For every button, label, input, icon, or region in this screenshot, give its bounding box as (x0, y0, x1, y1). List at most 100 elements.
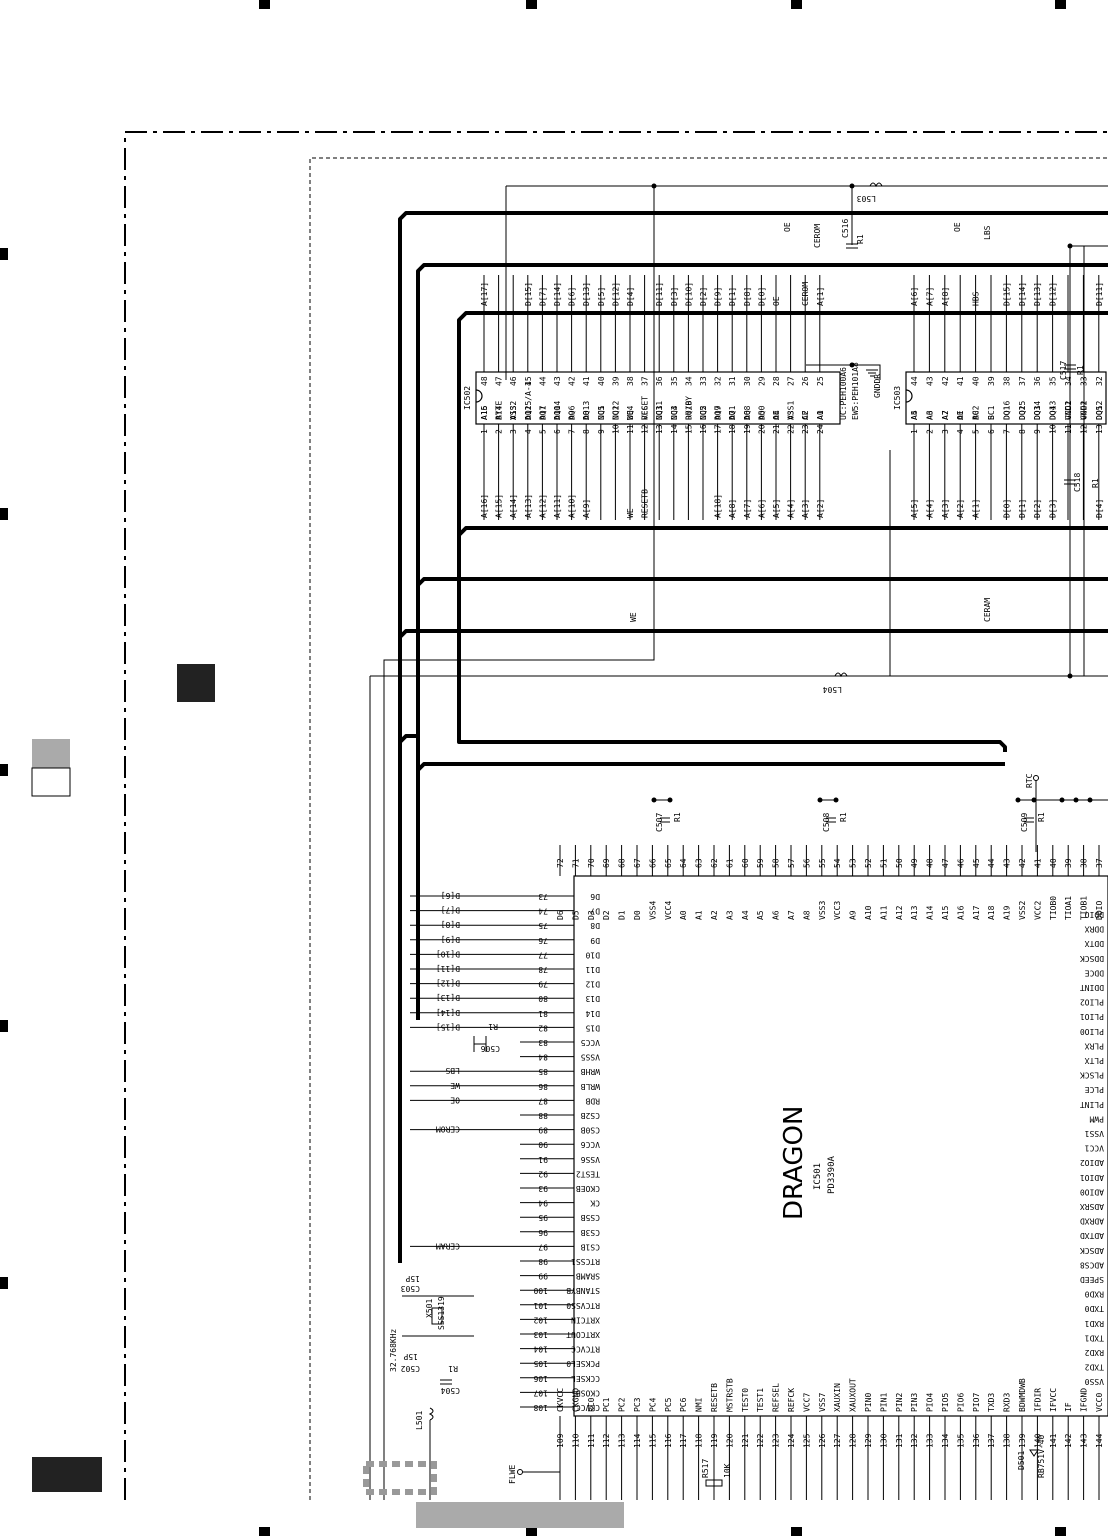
label-lbs: LBS (983, 225, 992, 240)
ic501-pin-name: A5 (756, 910, 765, 920)
ic503-net-label: D[1] (1018, 499, 1027, 518)
ic501-pin-number: 127 (833, 1433, 842, 1448)
ic501-pin-number: 86 (538, 1082, 548, 1091)
ic502-net-label: A[9] (582, 499, 591, 518)
ic503-pin-number: 13 (1095, 424, 1104, 434)
ic501-pin-name: A15 (941, 905, 950, 920)
ic502-net-label: RESETB (641, 489, 650, 518)
ic501-pin-number: 123 (772, 1433, 781, 1448)
ic502-pin-number: 31 (728, 376, 737, 386)
flash-we-net: FLWE (508, 1465, 560, 1484)
ic501-pin-number: 70 (587, 858, 596, 868)
ic503-pin-name: A6 (925, 410, 934, 420)
ic501-pin-number: 125 (802, 1433, 811, 1448)
ic501-pin-name: REFSEL (772, 1383, 781, 1412)
ic502-pin-number: 4 (524, 429, 533, 434)
svg-text:R1: R1 (856, 234, 865, 244)
ic502-pin-name: DQ6 (568, 405, 577, 420)
section-tab-black (177, 664, 215, 702)
ic501-pin-name: VSS5 (581, 1053, 600, 1062)
ic501-pin-name: PLIO0 (1080, 1027, 1104, 1036)
ic502-pin-name: A8 (582, 410, 591, 420)
ic501-pin-name: VSS1 (1085, 1129, 1104, 1138)
ic501-pin-name: PIO5 (941, 1393, 950, 1412)
ic501-pin-number: 124 (787, 1433, 796, 1448)
ic501-pin-number: 108 (533, 1403, 548, 1412)
svg-text:IC503: IC503 (893, 386, 902, 410)
ic502-net-label: D[10] (684, 282, 693, 306)
ic501-pin-number: 62 (710, 858, 719, 868)
ic501-pin-name: PLRX (1085, 1041, 1104, 1050)
ic501-pin-name: A10 (864, 905, 873, 920)
ic502-flash: IC502 UC:PEH100A6 EW5:PEH101A8 1A15A[16]… (463, 275, 860, 520)
ic501-pin-name: PLTX (1085, 1056, 1104, 1065)
ic503-pin-number: 39 (987, 376, 996, 386)
ic501-pin-number: 141 (1049, 1433, 1058, 1448)
ic501-pin-number: 42 (1018, 858, 1027, 868)
ic503-pin-name: GND1 (1079, 401, 1088, 420)
ic501-pin-number: 41 (1033, 858, 1042, 868)
ic501-pin-name: DDCE (1085, 968, 1104, 977)
ic501-pin-name: IF (1064, 1402, 1073, 1412)
ic501-pin-number: 81 (538, 1009, 548, 1018)
ic501-pin-number: 126 (818, 1433, 827, 1448)
ic501-pin-number: 113 (618, 1433, 627, 1448)
capacitor-c504: C504 R1 (440, 1364, 460, 1395)
ic501-pin-number: 104 (533, 1345, 548, 1354)
ic501-pin-number: 83 (538, 1038, 548, 1047)
ic501-pin-number: 101 (533, 1301, 548, 1310)
ic501-pin-number: 119 (710, 1433, 719, 1448)
ic501-pin-name: VSS2 (1018, 901, 1027, 920)
ic501-pin-number: 51 (879, 858, 888, 868)
ic501-pin-name: BDWMDWB (1018, 1378, 1027, 1412)
ic501-pin-name: A1 (695, 910, 704, 920)
ic502-net-label: D[15] (524, 282, 533, 306)
ic501-pin-name: TXD1 (1085, 1333, 1104, 1342)
ic501-pin-name: ADCS8 (1080, 1260, 1104, 1269)
svg-text:C504: C504 (441, 1386, 460, 1395)
ic502-pin-number: 30 (743, 376, 752, 386)
svg-text:L501: L501 (415, 1411, 424, 1430)
ic501-pin-name: DDTX (1085, 939, 1104, 948)
ic502-net-label: A[11] (553, 494, 562, 518)
ic503-pin-number: 37 (1018, 376, 1027, 386)
ic502-pin-name: A5 (757, 410, 766, 420)
ic503-pin-number: 6 (987, 429, 996, 434)
address-data-buses (398, 211, 1108, 1263)
ic503-pin-name: BC1 (987, 405, 996, 420)
ic501-pin-number: 106 (533, 1374, 548, 1383)
svg-text:C517: C517 (1059, 361, 1068, 380)
ic501-pin-name: D14 (585, 1009, 600, 1018)
ic501-pin-number: 121 (741, 1433, 750, 1448)
ic501-net-label: D[10] (436, 949, 460, 958)
ic501-pin-number: 137 (987, 1433, 996, 1448)
ic501-pin-name: PC2 (618, 1397, 627, 1412)
ic501-pin-name: PIN2 (895, 1393, 904, 1412)
ic501-pin-number: 129 (864, 1433, 873, 1448)
ic502-net-label: OE (772, 296, 781, 306)
ic502-pin-number: 2 (495, 429, 504, 434)
ic502-pin-number: 45 (524, 376, 533, 386)
ic502-pin-number: 44 (538, 376, 547, 386)
ic502-net-label: A[4] (787, 499, 796, 518)
ic501-pin-number: 84 (538, 1053, 548, 1062)
ic501-net-label: WE (450, 1081, 460, 1090)
ic501-pin-number: 122 (756, 1433, 765, 1448)
ic501-pin-number: 109 (556, 1433, 565, 1448)
ic501-pin-number: 60 (741, 858, 750, 868)
label-rtc: RTC (1025, 773, 1034, 788)
ic502-pin-number: 21 (772, 424, 781, 434)
ic501-pin-name: VSS3 (818, 901, 827, 920)
ic501-net-label: D[12] (436, 979, 460, 988)
supply-nets (369, 183, 1108, 1500)
ic501-pin-name: VSS0 (1085, 1377, 1104, 1386)
ic502-pin-name: DQ5 (597, 405, 606, 420)
ic503-pin-name: DQ15 (1018, 401, 1027, 420)
ic501-pin-number: 136 (972, 1433, 981, 1448)
ic503-pin-name: DQ2 (1018, 405, 1027, 420)
ic501-pin-number: 72 (556, 858, 565, 868)
ic503-pin-name: DQ12 (1095, 401, 1104, 420)
ic501-dragon: DRAGON IC501 PD3390A 72D671D570D369D268D… (410, 845, 1108, 1500)
ic502-pin-number: 16 (699, 424, 708, 434)
